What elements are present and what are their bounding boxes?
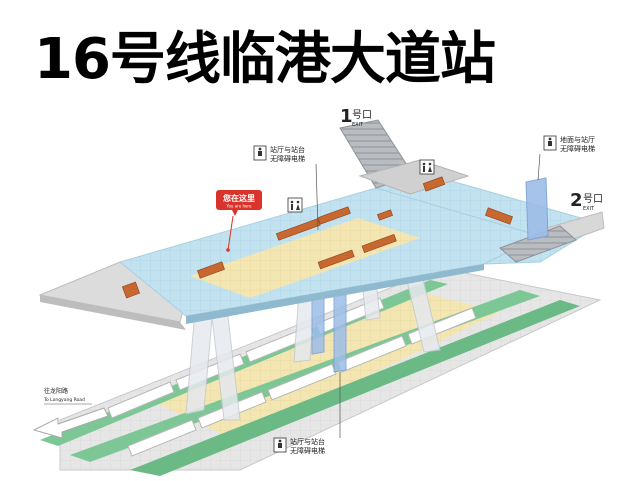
accessible-elevator-icon [253,145,267,161]
direction-indicator: 往龙阳路 To Longyang Road [32,387,109,439]
exit-1-number: 1 [340,106,353,127]
elevator-callout-1: 站厅与站台 无障碍电梯 [253,145,319,231]
restroom-icon [419,159,435,175]
accessible-elevator-icon [543,135,557,151]
concourse-paid-area [190,218,420,298]
you-are-here-marker[interactable]: 您在这里 You are here [216,190,262,252]
concourse-edge-front [186,264,484,324]
train-lower-car-1 [127,419,197,457]
exit-1-text: 号口 [352,109,372,121]
restroom-icon [287,197,303,213]
gate-row-9 [377,209,393,221]
exit-2-sub: EXIT [583,206,595,212]
elevator-callout-2-line2: 无障碍电梯 [560,144,595,153]
elevator-callout-1-line2: 无障碍电梯 [270,154,305,163]
gate-row-4 [317,249,355,270]
elevator-callout-3-line2: 无障碍电梯 [290,446,325,455]
gate-row-6 [121,281,141,299]
direction-zh: 往龙阳路 [44,387,68,395]
exit-1-sub: EXIT [352,122,364,128]
you-are-here-zh: 您在这里 [223,193,255,203]
accessible-elevator-icon [273,437,287,453]
exit-2-text: 号口 [583,193,603,205]
elevator-callout-2: 地面与站厅 无障碍电梯 [537,135,595,181]
elevator-callout-3-line1: 站厅与站台 [290,437,325,446]
concourse-level [38,119,605,330]
gate-row-5 [197,261,225,279]
elevator-shaft-exit-2 [525,177,549,241]
exit-2-label[interactable]: 2 号口 EXIT [570,190,603,212]
gate-row-1 [275,218,321,241]
track-edge-3 [130,300,580,476]
train-upper-car-1 [107,381,175,419]
exit-1-landing [358,159,470,195]
location-pin-leader [227,215,234,251]
elevator-callout-2-leader [537,153,541,181]
you-are-here-en: You are here [226,204,252,209]
elevator-callout-2-line1: 地面与站厅 [560,135,595,144]
gate-row-8 [485,207,513,225]
location-pin-dot [226,248,230,252]
direction-en: To Longyang Road [43,397,85,403]
gate-row-3 [361,233,397,253]
location-pin-icon [216,190,262,210]
exit-1-label[interactable]: 1 号口 EXIT [340,106,372,128]
location-pin-tail [232,210,238,216]
train-lower-car-3 [267,363,337,401]
gate-row-7 [422,176,446,192]
elevator-callout-1-line1: 站厅与站台 [270,145,305,154]
elevator-callout-3: 站厅与站台 无障碍电梯 [273,372,341,455]
fare-gates [121,176,513,299]
exit-2-number: 2 [570,190,583,211]
page-title: 16号线临港大道站 [34,27,496,92]
concourse-edge [40,295,186,330]
train-lower [127,307,477,457]
elevator-callout-1-leader [315,163,319,231]
left-arrow-icon [32,407,109,439]
gate-row-2 [317,206,351,225]
